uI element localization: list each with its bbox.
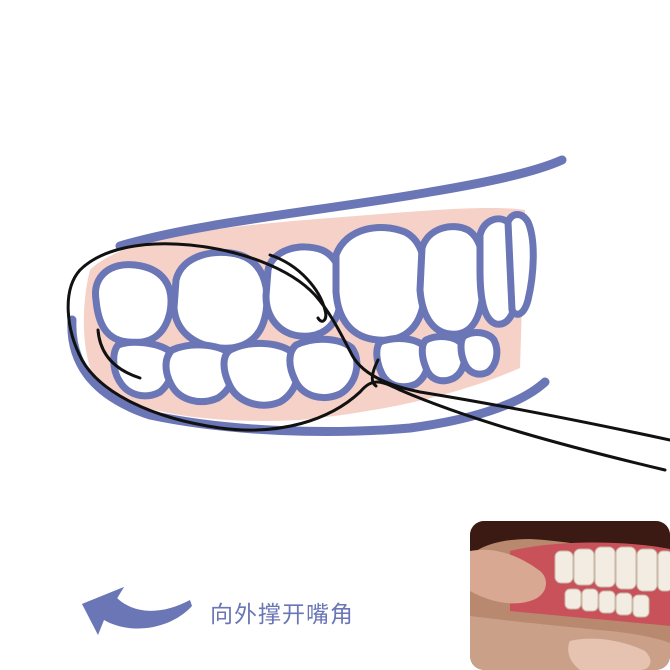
lower-teeth (110, 329, 501, 409)
retractor-outer-loop (66, 242, 670, 472)
mouth-photo (470, 521, 670, 670)
upper-teeth (92, 211, 537, 352)
tooth-l2 (162, 341, 238, 405)
retractor (66, 242, 670, 472)
retractor-inner-curve (268, 253, 328, 323)
curved-arrow-icon (82, 587, 192, 635)
tooth-u7 (504, 211, 537, 318)
tooth-u2 (170, 249, 271, 352)
tooth-u5 (416, 223, 488, 338)
lower-lip-line (67, 315, 550, 436)
tooth-l4 (286, 335, 361, 401)
tooth-l3 (220, 339, 302, 409)
retractor-hook (370, 358, 380, 388)
caption-text: 向外撑开嘴角 (210, 602, 354, 628)
tooth-l1 (110, 338, 177, 400)
tooth-u1 (92, 261, 175, 347)
retractor-inner-loop (96, 328, 142, 380)
tooth-u3 (262, 243, 346, 340)
upper-lip-line (115, 155, 567, 251)
tooth-l6 (418, 333, 469, 385)
tooth-l7 (457, 329, 501, 378)
tooth-l5 (373, 335, 432, 391)
tooth-u4 (332, 223, 430, 344)
